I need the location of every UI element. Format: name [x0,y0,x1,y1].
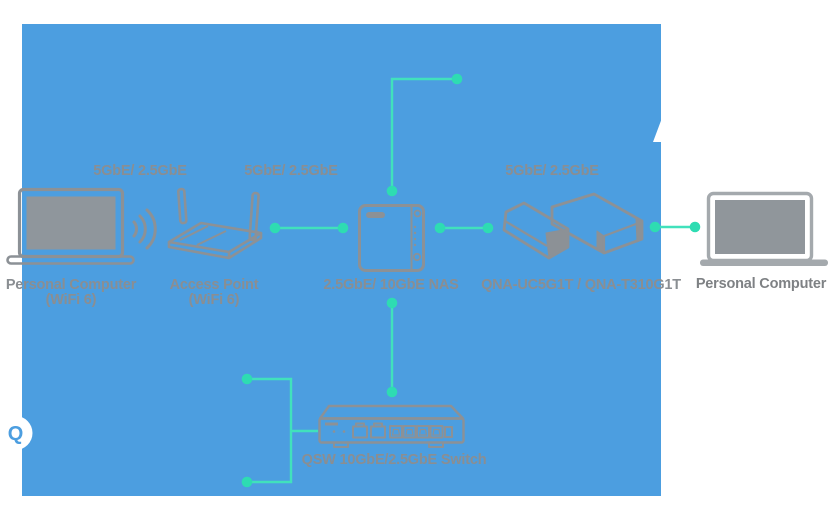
nas-label: 2.5GbE/ 10GbE NAS [323,277,459,293]
connection-dot [689,221,701,233]
qna-adapters-label: QNA-UC5G1T / QNA-T310G1T [481,277,681,293]
white-slash-decoration [653,102,678,142]
laptop-left-icon [6,187,135,265]
nas-icon [358,204,425,272]
connection-lines [250,77,695,484]
connection-dot [482,222,494,234]
connection-dot [434,222,446,234]
access-point-label: Access Point (WiFi 6) [170,278,259,308]
connection-dot [337,222,349,234]
connection-line-switch-branch [250,377,293,484]
pc-left-sub: (WiFi 6) [45,292,97,308]
pc-right-label: Personal Computer [695,276,827,292]
switch-icon [318,404,465,448]
speed-label-left: 5GbE/ 2.5GbE [93,163,187,179]
access-point-icon [167,187,263,260]
connection-dots [241,73,701,488]
speed-label-right: 5GbE/ 2.5GbE [505,163,599,179]
speed-label-middle: 5GbE/ 2.5GbE [244,163,338,179]
qnap-badge: Q [0,416,33,450]
connection-dot [649,221,661,233]
pc-left-name: Personal Computer [5,277,137,293]
laptop-right-icon [700,191,828,266]
qna-adapters-icon [502,192,644,260]
connection-dot [269,222,281,234]
switch-label: QSW 10GbE/2.5GbE Switch [301,452,487,468]
connection-dot [386,185,398,197]
access-point-name: Access Point [169,277,259,293]
access-point-sub: (WiFi 6) [188,292,240,308]
connection-dot [386,386,398,398]
qnap-badge-letter: Q [8,423,24,445]
wifi-waves-icon [132,208,157,250]
connection-dot [386,297,398,309]
connection-dot [451,73,463,85]
pc-left-label: Personal Computer (WiFi 6) [5,277,137,308]
connection-dot [241,373,253,385]
connection-dot [241,476,253,488]
connection-line-top [390,77,457,190]
